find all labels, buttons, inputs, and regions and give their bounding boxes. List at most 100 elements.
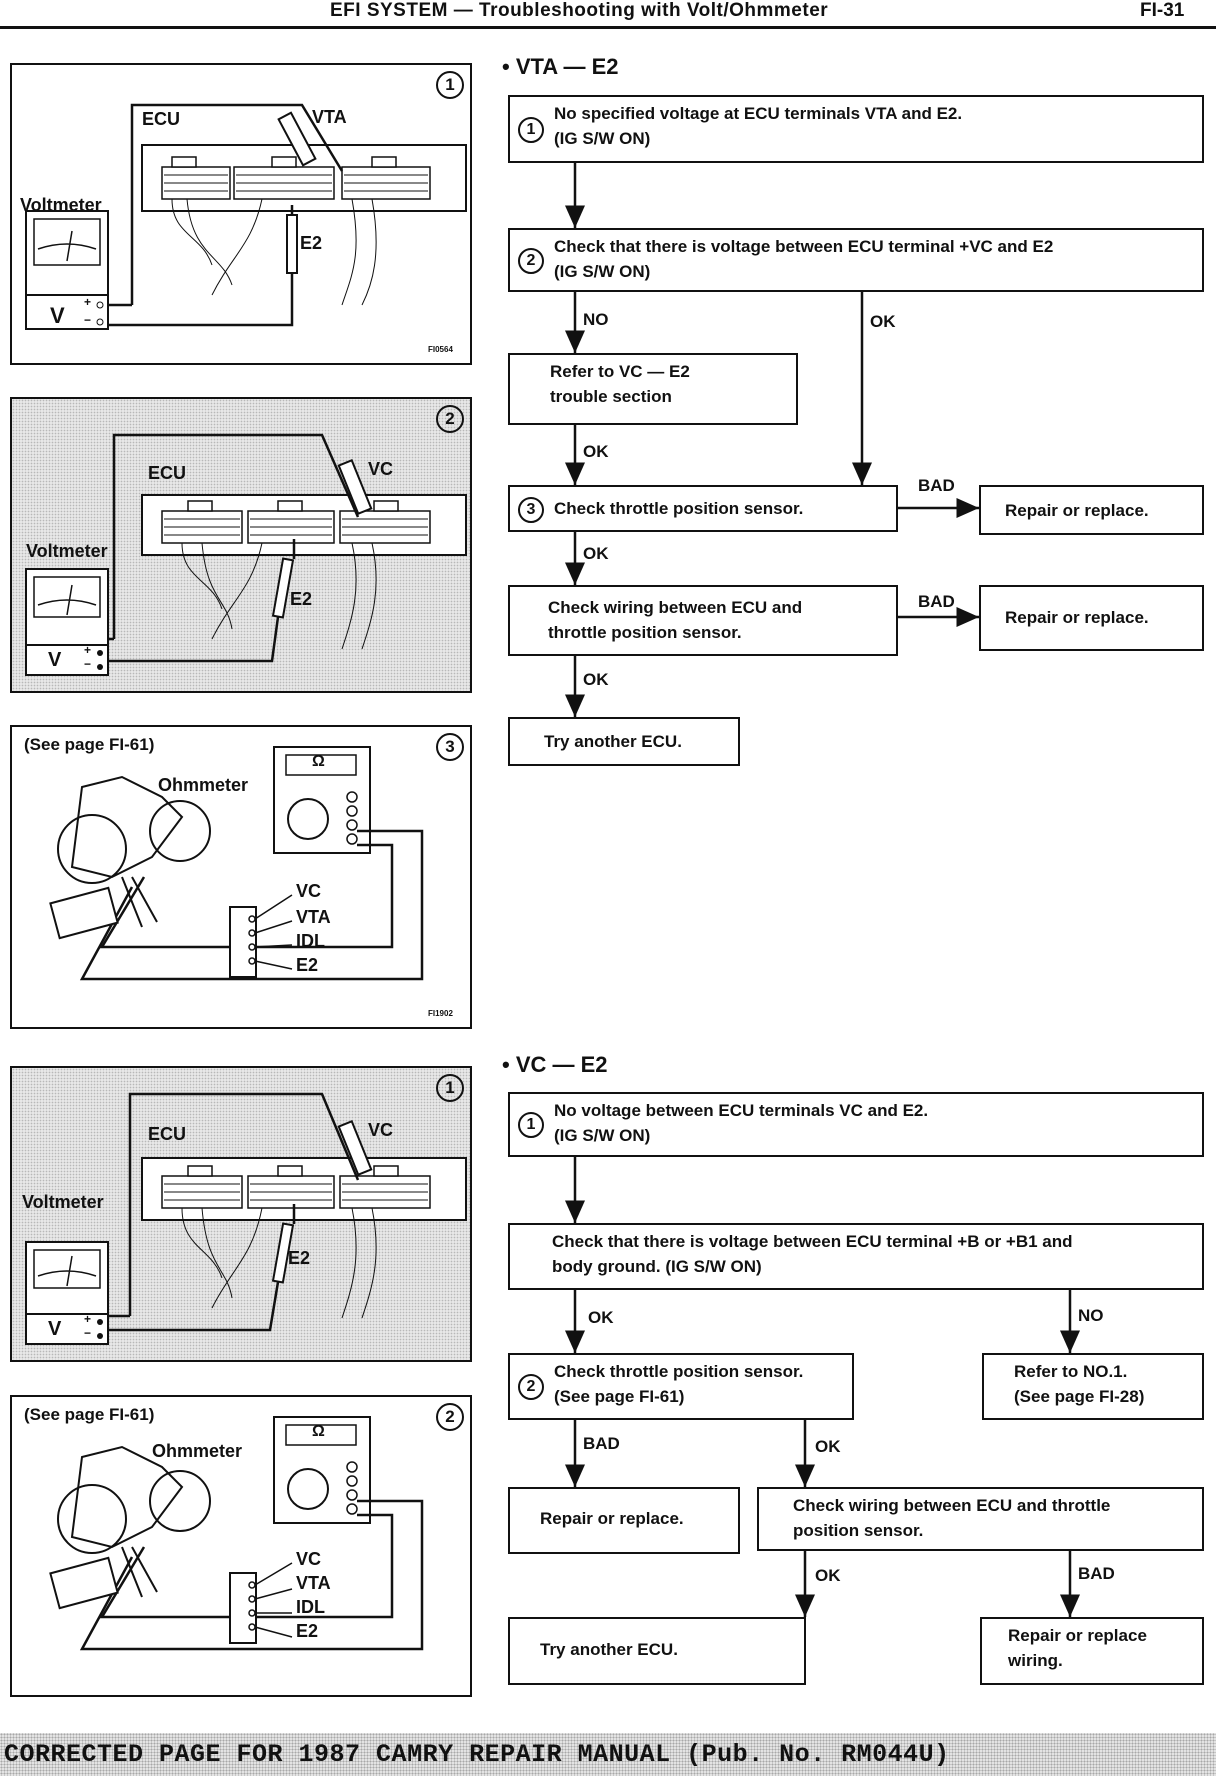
see-page-reference: (See page FI-61)	[24, 735, 155, 754]
step-text: No specified voltage at ECU terminals VT…	[554, 104, 963, 123]
try-another-ecu-box: Try another ECU.	[508, 717, 740, 766]
voltmeter-label: Voltmeter	[26, 541, 108, 561]
repair-replace-box: Repair or replace.	[508, 1487, 740, 1554]
header-rule	[0, 26, 1216, 29]
repair-replace-box: Repair or replace.	[979, 485, 1204, 535]
try-another-ecu-box: Try another ECU.	[508, 1617, 806, 1685]
branch-label-no: NO	[583, 310, 609, 329]
branch-label-ok: OK	[815, 1437, 841, 1456]
volt-symbol: V	[48, 1318, 62, 1340]
step-condition: (IG S/W ON)	[554, 1126, 651, 1145]
step-text: Check throttle position sensor.	[554, 1362, 804, 1381]
ohmmeter-label: Ohmmeter	[152, 1441, 243, 1461]
ecu-label: ECU	[148, 1124, 187, 1144]
wiring-text: Check wiring between ECU and throttle	[793, 1496, 1111, 1515]
vta-step-1-box: 1 No specified voltage at ECU terminals …	[508, 95, 1204, 163]
branch-label-bad: BAD	[918, 476, 955, 495]
e2-terminal-label: E2	[296, 955, 319, 975]
branch-label-ok: OK	[870, 312, 896, 331]
e2-label: E2	[290, 589, 313, 609]
page-number: FI-31	[1140, 0, 1185, 21]
repair-text: Repair or replace.	[540, 1509, 684, 1528]
step-number-badge: 1	[518, 117, 544, 143]
step-reference: (See page FI-61)	[554, 1387, 685, 1406]
refer-no1-box: Refer to NO.1. (See page FI-28)	[982, 1353, 1204, 1420]
check-text-2: body ground. (IG S/W ON)	[552, 1257, 762, 1276]
ecu-label: ECU	[142, 109, 181, 129]
refer-vc-e2-box: Refer to VC — E2 trouble section	[508, 353, 798, 425]
branch-label-ok: OK	[583, 544, 609, 563]
volt-symbol: V	[50, 303, 65, 328]
check-text: Check that there is voltage between ECU …	[552, 1232, 1073, 1251]
step-number-badge: 2	[518, 1374, 544, 1400]
idl-terminal-label: IDL	[296, 931, 325, 951]
branch-label-ok: OK	[583, 442, 609, 461]
ohmmeter-vc-illustration: (See page FI-61) Ohmmeter Ω VC VTA IDL E…	[10, 1395, 472, 1697]
try-ecu-text: Try another ECU.	[540, 1640, 678, 1659]
branch-label-no: NO	[1078, 1306, 1104, 1325]
refer-text-2: trouble section	[550, 387, 672, 406]
correction-notice: CORRECTED PAGE FOR 1987 CAMRY REPAIR MAN…	[4, 1740, 950, 1769]
panel-number-badge: 2	[436, 1403, 464, 1431]
vc-step-2-box: 2 Check throttle position sensor. (See p…	[508, 1353, 854, 1420]
plus-terminal: +	[84, 295, 92, 309]
check-battery-voltage-box: Check that there is voltage between ECU …	[508, 1223, 1204, 1290]
branch-label-bad: BAD	[918, 592, 955, 611]
figure-code: FI0564	[428, 345, 453, 354]
repair-text: Repair or replace	[1008, 1626, 1147, 1645]
vta-step-3-box: 3 Check throttle position sensor.	[508, 485, 898, 532]
throttle-sensor-ohmmeter-drawing	[49, 746, 424, 981]
step-text: No voltage between ECU terminals VC and …	[554, 1101, 929, 1120]
section-title-vta-e2: • VTA — E2	[502, 54, 619, 79]
voltmeter-label: Voltmeter	[22, 1192, 104, 1212]
minus-terminal: −	[84, 313, 92, 327]
figure-code: FI1902	[428, 1009, 453, 1018]
repair-text-2: wiring.	[1008, 1651, 1063, 1670]
e2-label: E2	[288, 1248, 311, 1268]
vc-terminal-label: VC	[296, 881, 322, 901]
ecu-voltmeter-drawing	[25, 433, 467, 676]
page-header: EFI SYSTEM — Troubleshooting with Volt/O…	[0, 0, 1216, 30]
voltmeter-vc-e2-illustration: ECU VC E2 Voltmeter V + − 1	[10, 1066, 472, 1362]
section-title-vc-e2: • VC — E2	[502, 1052, 608, 1077]
ecu-label: ECU	[148, 463, 187, 483]
wiring-text: Check wiring between ECU and	[548, 598, 803, 617]
ecu-voltmeter-drawing	[25, 1092, 467, 1345]
branch-label-ok: OK	[583, 670, 609, 689]
step-condition: (IG S/W ON)	[554, 129, 651, 148]
ohm-symbol: Ω	[312, 753, 325, 770]
see-page-reference: (See page FI-61)	[24, 1405, 155, 1424]
plus-terminal: +	[84, 643, 92, 657]
throttle-sensor-ohmmeter-drawing	[49, 1416, 424, 1651]
wiring-text-2: throttle position sensor.	[548, 623, 742, 642]
repair-replace-wiring-box: Repair or replace wiring.	[980, 1617, 1204, 1685]
vc-terminal-label: VC	[296, 1549, 322, 1569]
panel-number-badge: 1	[436, 1074, 464, 1102]
step-number-badge: 2	[518, 248, 544, 274]
panel-number-badge: 2	[436, 405, 464, 433]
branch-label-bad: BAD	[1078, 1564, 1115, 1583]
panel-number-badge: 3	[436, 733, 464, 761]
step-text: Check throttle position sensor.	[554, 499, 804, 518]
vc-step-1-box: 1 No voltage between ECU terminals VC an…	[508, 1092, 1204, 1157]
header-title: EFI SYSTEM — Troubleshooting with Volt/O…	[330, 0, 829, 21]
voltmeter-vc-illustration: ECU VC E2 Voltmeter V + − 2	[10, 397, 472, 693]
volt-symbol: V	[48, 649, 62, 671]
vc-label: VC	[368, 1120, 394, 1140]
minus-terminal: −	[84, 1326, 92, 1340]
ohm-symbol: Ω	[312, 1423, 325, 1440]
repair-text: Repair or replace.	[1005, 608, 1149, 627]
section-title-text: VTA — E2	[515, 54, 619, 79]
vc-label: VC	[368, 459, 394, 479]
minus-terminal: −	[84, 657, 92, 671]
refer-text: Refer to NO.1.	[1014, 1362, 1128, 1381]
ohmmeter-label: Ohmmeter	[158, 775, 249, 795]
ecu-voltmeter-drawing	[25, 103, 467, 330]
refer-reference: (See page FI-28)	[1014, 1387, 1145, 1406]
voltmeter-label: Voltmeter	[20, 195, 102, 215]
branch-label-ok: OK	[815, 1566, 841, 1585]
footer-band	[0, 1733, 1216, 1776]
voltmeter-vta-illustration: ECU VTA E2 Voltmeter V + − 1 FI0564	[10, 63, 472, 365]
vta-step-2-box: 2 Check that there is voltage between EC…	[508, 228, 1204, 292]
wiring-text-2: position sensor.	[793, 1521, 924, 1540]
